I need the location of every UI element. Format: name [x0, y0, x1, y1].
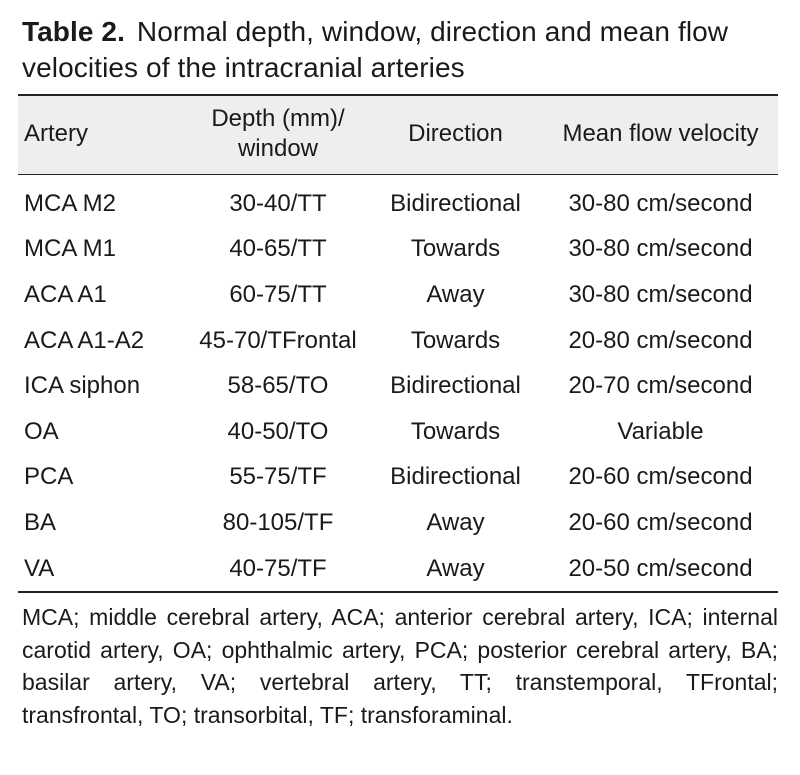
cell-direction: Away	[368, 545, 543, 594]
cell-direction: Towards	[410, 417, 501, 445]
cell-velocity: 20-60 cm/second	[568, 508, 753, 536]
cell-artery: OA	[24, 417, 59, 445]
table-row: ACA A1 60-75/TT Away 30-80 cm/second	[18, 272, 778, 318]
cell-artery: ICA siphon	[24, 372, 141, 400]
cell-direction: Towards	[410, 326, 501, 354]
cell-direction: Away	[426, 508, 485, 536]
table-body: MCA M2 30-40/TT Bidirectional 30-80 cm/s…	[18, 175, 778, 594]
cell-velocity: 30-80 cm/second	[568, 189, 753, 217]
table-header-row: Artery Depth (mm)/ window Direction Mean…	[18, 94, 778, 175]
cell-depth-window: 55-75/TF	[229, 463, 327, 491]
table-row: ICA siphon 58-65/TO Bidirectional 20-70 …	[18, 363, 778, 409]
cell-artery: ACA A1-A2	[24, 326, 145, 354]
table-caption: Table 2. Normal depth, window, direction…	[22, 14, 778, 86]
cell-depth-window: 58-65/TO	[227, 372, 329, 400]
cell-direction: Bidirectional	[390, 189, 521, 217]
table-row: VA 40-75/TF Away 20-50 cm/second	[18, 545, 778, 594]
table-row: BA 80-105/TF Away 20-60 cm/second	[18, 500, 778, 546]
cell-depth-window: 80-105/TF	[222, 508, 334, 536]
cell-direction: Towards	[410, 235, 501, 263]
cell-velocity: 20-50 cm/second	[543, 545, 778, 594]
header-depth-window: Depth (mm)/ window	[188, 94, 368, 175]
cell-artery: VA	[18, 545, 188, 594]
cell-depth-window: 60-75/TT	[229, 280, 327, 308]
table-row: OA 40-50/TO Towards Variable	[18, 409, 778, 455]
cell-depth-window: 45-70/TFrontal	[199, 326, 357, 354]
cell-artery: ACA A1	[24, 280, 107, 308]
header-artery: Artery	[18, 94, 188, 175]
cell-velocity: 20-70 cm/second	[568, 372, 753, 400]
table-footnote: MCA; middle cerebral artery, ACA; anteri…	[22, 604, 778, 728]
table-caption-label: Table 2.	[22, 16, 125, 47]
cell-direction: Away	[426, 280, 485, 308]
cell-artery: MCA M1	[24, 235, 117, 263]
cell-depth-window: 40-65/TT	[229, 235, 327, 263]
cell-artery: MCA M2	[24, 189, 117, 217]
cell-velocity: Variable	[617, 417, 704, 445]
cell-artery: BA	[24, 508, 57, 536]
table-row: ACA A1-A2 45-70/TFrontal Towards 20-80 c…	[18, 318, 778, 364]
cell-velocity: 30-80 cm/second	[568, 235, 753, 263]
table-caption-text: Normal depth, window, direction and mean…	[22, 16, 729, 83]
cell-velocity: 20-80 cm/second	[568, 326, 753, 354]
cell-artery: PCA	[24, 463, 74, 491]
cell-direction: Bidirectional	[390, 372, 521, 400]
arteries-table: Artery Depth (mm)/ window Direction Mean…	[18, 94, 778, 594]
header-velocity: Mean flow velocity	[543, 94, 778, 175]
table-row: MCA M1 40-65/TT Towards 30-80 cm/second	[18, 227, 778, 273]
header-depth-line2: window	[237, 135, 319, 162]
cell-direction: Bidirectional	[390, 463, 521, 491]
table-row: PCA 55-75/TF Bidirectional 20-60 cm/seco…	[18, 455, 778, 501]
table-row: MCA M2 30-40/TT Bidirectional 30-80 cm/s…	[18, 175, 778, 227]
cell-depth-window: 30-40/TT	[229, 189, 327, 217]
cell-velocity: 20-60 cm/second	[568, 463, 753, 491]
cell-velocity: 30-80 cm/second	[568, 280, 753, 308]
header-direction: Direction	[368, 94, 543, 175]
header-depth-line1: Depth (mm)/	[211, 105, 345, 132]
cell-depth-window: 40-50/TO	[227, 417, 329, 445]
table-header: Artery Depth (mm)/ window Direction Mean…	[18, 94, 778, 175]
cell-depth-window: 40-75/TF	[188, 545, 368, 594]
